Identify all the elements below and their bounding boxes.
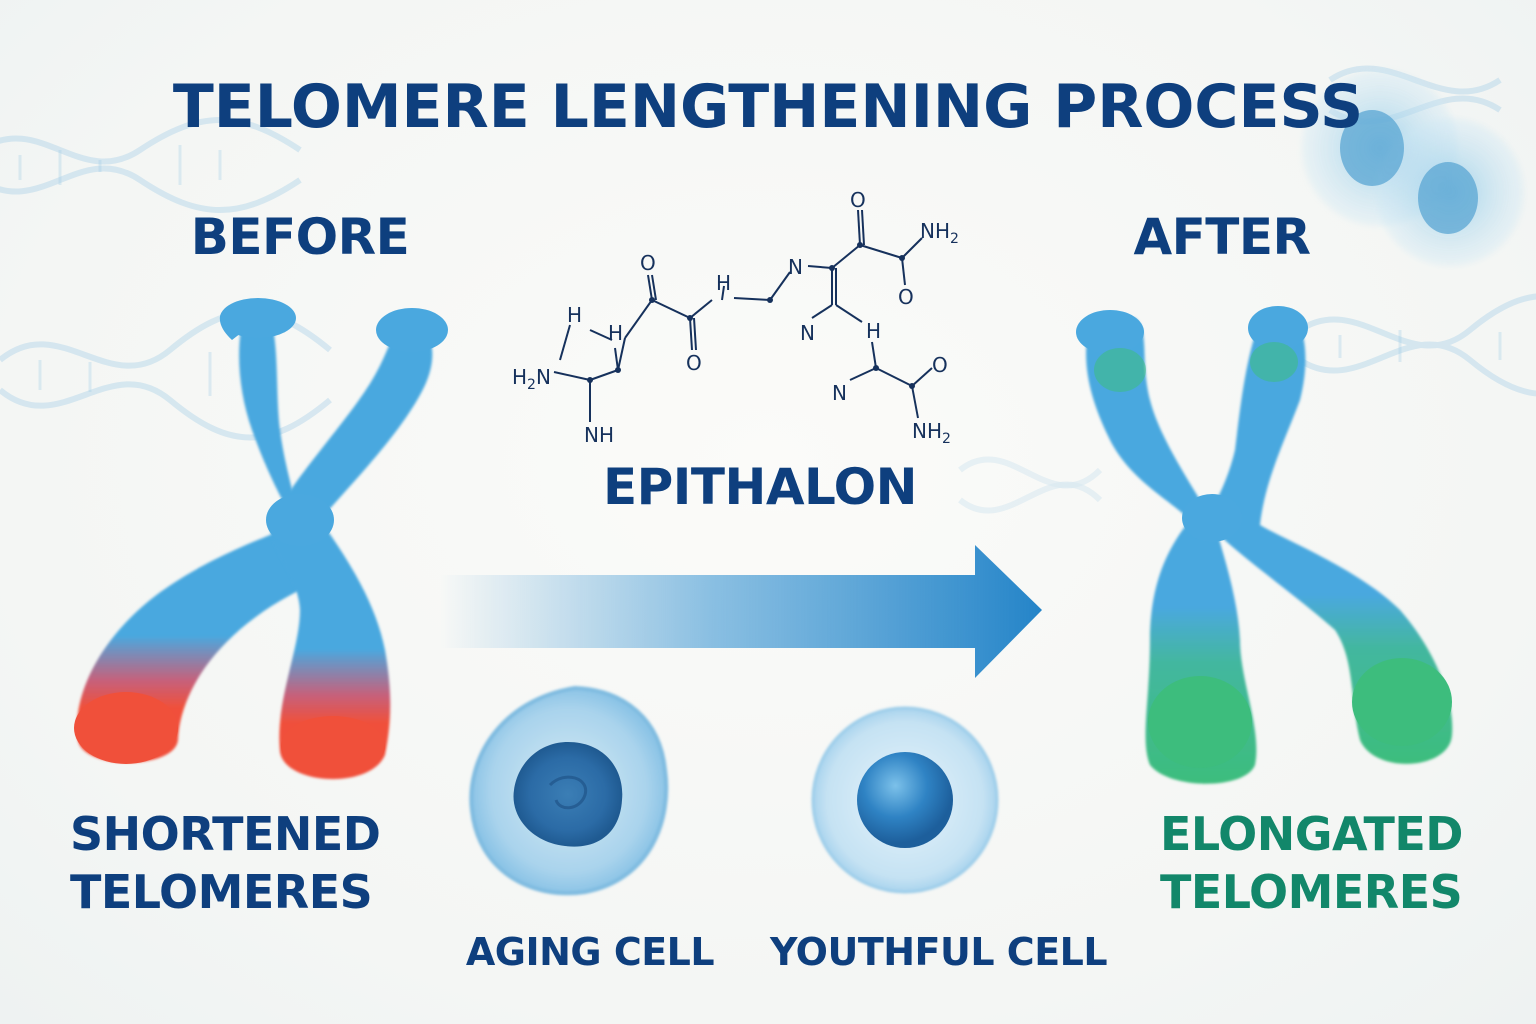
atom-nh: NH bbox=[584, 423, 614, 447]
shortened-telomeres-caption: SHORTENED TELOMERES bbox=[70, 805, 381, 921]
caption-line: ELONGATED bbox=[1160, 807, 1463, 861]
atom-nh2: NH2 bbox=[920, 219, 959, 247]
atom-h: H bbox=[567, 303, 582, 327]
aging-cell-icon bbox=[469, 685, 669, 896]
epithalon-structure bbox=[553, 209, 933, 422]
before-arm-right bbox=[270, 315, 433, 780]
atom-o: O bbox=[686, 351, 702, 375]
after-arm-left bbox=[1086, 318, 1257, 784]
atom-o: O bbox=[932, 353, 948, 377]
before-chromosome bbox=[74, 298, 448, 780]
atom-h: H bbox=[716, 271, 731, 295]
after-arm-right bbox=[1205, 318, 1453, 764]
dividing-cell-icon bbox=[1302, 70, 1524, 266]
aging-cell-label: AGING CELL bbox=[465, 930, 715, 974]
epithalon-atom-labels: H H H2N NH O O H N O NH2 O N H N O NH2 bbox=[512, 188, 959, 447]
after-chromosome bbox=[1076, 306, 1453, 784]
atom-h2n: H2N bbox=[512, 365, 551, 393]
atom-n: N bbox=[800, 321, 815, 345]
youthful-cell-label: YOUTHFUL CELL bbox=[770, 930, 1108, 974]
before-arm-left bbox=[77, 310, 315, 763]
caption-line: TELOMERES bbox=[70, 865, 373, 919]
dna-helix-background bbox=[0, 65, 1536, 514]
process-arrow bbox=[440, 545, 1042, 678]
dna-rungs-background bbox=[18, 145, 1502, 396]
epithalon-atom-dots bbox=[587, 242, 915, 389]
caption-line: SHORTENED bbox=[70, 807, 381, 861]
atom-h: H bbox=[866, 319, 881, 343]
caption-line: TELOMERES bbox=[1160, 865, 1463, 919]
atom-h: H bbox=[608, 321, 623, 345]
atom-nh2: NH2 bbox=[912, 419, 951, 447]
after-heading: AFTER bbox=[1133, 208, 1311, 266]
before-heading: BEFORE bbox=[190, 208, 410, 266]
diagram-title: TELOMERE LENGTHENING PROCESS bbox=[172, 72, 1364, 142]
youthful-cell-icon bbox=[811, 706, 999, 894]
atom-o: O bbox=[898, 285, 914, 309]
atom-n: N bbox=[788, 255, 803, 279]
elongated-telomeres-caption: ELONGATED TELOMERES bbox=[1160, 805, 1463, 921]
atom-n: N bbox=[832, 381, 847, 405]
atom-o: O bbox=[640, 251, 656, 275]
atom-o: O bbox=[850, 188, 866, 212]
molecule-name: EPITHALON bbox=[603, 458, 917, 516]
